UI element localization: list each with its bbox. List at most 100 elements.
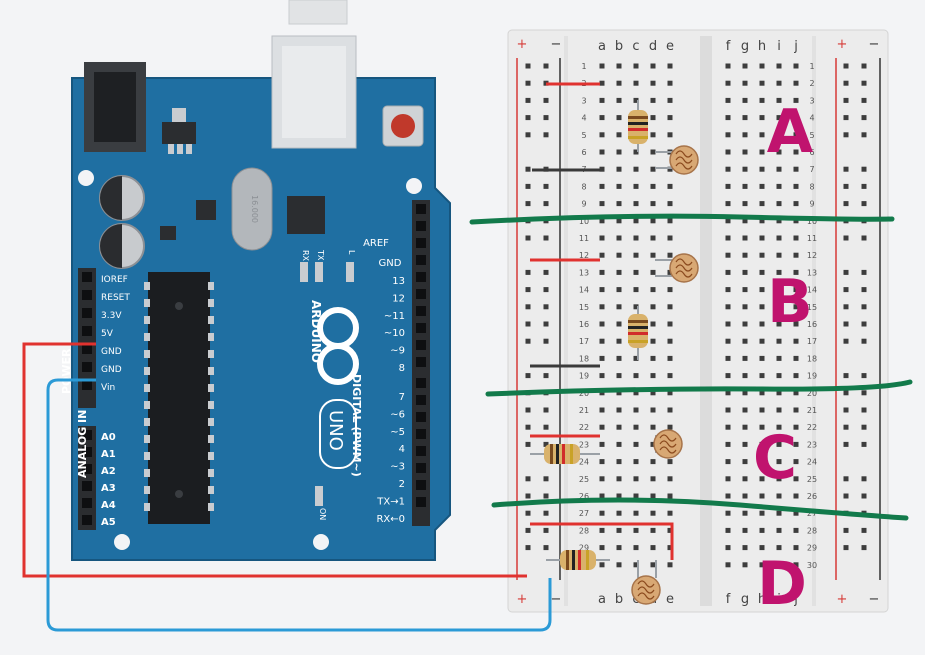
breadboard-hole[interactable]: [776, 373, 782, 379]
breadboard-hole[interactable]: [616, 183, 622, 189]
rail-hole[interactable]: [525, 476, 531, 482]
breadboard-hole[interactable]: [616, 63, 622, 69]
breadboard-hole[interactable]: [759, 149, 765, 155]
breadboard-hole[interactable]: [616, 510, 622, 516]
breadboard-hole[interactable]: [599, 510, 605, 516]
breadboard-hole[interactable]: [616, 321, 622, 327]
breadboard-hole[interactable]: [759, 183, 765, 189]
header-pin[interactable]: [416, 357, 426, 367]
breadboard-hole[interactable]: [616, 97, 622, 103]
breadboard-hole[interactable]: [742, 304, 748, 310]
breadboard-hole[interactable]: [759, 80, 765, 86]
breadboard-hole[interactable]: [633, 235, 639, 241]
breadboard-hole[interactable]: [742, 373, 748, 379]
breadboard-hole[interactable]: [793, 304, 799, 310]
rail-hole[interactable]: [543, 269, 549, 275]
breadboard-hole[interactable]: [599, 183, 605, 189]
breadboard-hole[interactable]: [599, 149, 605, 155]
breadboard-hole[interactable]: [759, 355, 765, 361]
rail-hole[interactable]: [861, 545, 867, 551]
rail-hole[interactable]: [543, 441, 549, 447]
breadboard-hole[interactable]: [759, 63, 765, 69]
breadboard-hole[interactable]: [776, 424, 782, 430]
breadboard-hole[interactable]: [759, 269, 765, 275]
rail-hole[interactable]: [525, 97, 531, 103]
breadboard-hole[interactable]: [742, 424, 748, 430]
breadboard-hole[interactable]: [793, 424, 799, 430]
rail-hole[interactable]: [861, 97, 867, 103]
breadboard-hole[interactable]: [667, 235, 673, 241]
breadboard-hole[interactable]: [650, 527, 656, 533]
breadboard-hole[interactable]: [616, 269, 622, 275]
breadboard-hole[interactable]: [776, 545, 782, 551]
rail-hole[interactable]: [543, 235, 549, 241]
rail-hole[interactable]: [843, 201, 849, 207]
breadboard-hole[interactable]: [759, 527, 765, 533]
rail-hole[interactable]: [843, 493, 849, 499]
breadboard-hole[interactable]: [599, 321, 605, 327]
rail-hole[interactable]: [525, 545, 531, 551]
breadboard-hole[interactable]: [667, 252, 673, 258]
rail-hole[interactable]: [861, 235, 867, 241]
header-pin[interactable]: [416, 306, 426, 316]
breadboard-hole[interactable]: [793, 183, 799, 189]
breadboard-hole[interactable]: [633, 183, 639, 189]
breadboard-hole[interactable]: [742, 166, 748, 172]
breadboard-hole[interactable]: [793, 321, 799, 327]
breadboard-hole[interactable]: [650, 355, 656, 361]
breadboard-hole[interactable]: [742, 287, 748, 293]
breadboard-hole[interactable]: [742, 545, 748, 551]
rail-hole[interactable]: [525, 373, 531, 379]
breadboard-hole[interactable]: [793, 338, 799, 344]
breadboard-hole[interactable]: [633, 407, 639, 413]
breadboard-hole[interactable]: [633, 80, 639, 86]
breadboard-hole[interactable]: [633, 476, 639, 482]
header-pin[interactable]: [416, 395, 426, 405]
header-pin[interactable]: [416, 480, 426, 490]
breadboard-hole[interactable]: [742, 459, 748, 465]
breadboard-hole[interactable]: [616, 407, 622, 413]
rail-hole[interactable]: [843, 373, 849, 379]
header-pin[interactable]: [416, 446, 426, 456]
header-pin[interactable]: [82, 308, 92, 318]
rail-hole[interactable]: [861, 321, 867, 327]
breadboard-hole[interactable]: [725, 476, 731, 482]
breadboard-hole[interactable]: [793, 355, 799, 361]
breadboard-hole[interactable]: [650, 441, 656, 447]
breadboard-hole[interactable]: [599, 287, 605, 293]
header-pin[interactable]: [416, 238, 426, 248]
breadboard-hole[interactable]: [650, 338, 656, 344]
breadboard-hole[interactable]: [667, 510, 673, 516]
breadboard-hole[interactable]: [776, 80, 782, 86]
breadboard-hole[interactable]: [793, 441, 799, 447]
breadboard-hole[interactable]: [793, 80, 799, 86]
header-pin[interactable]: [416, 255, 426, 265]
rail-hole[interactable]: [861, 115, 867, 121]
breadboard-hole[interactable]: [667, 183, 673, 189]
breadboard-hole[interactable]: [633, 269, 639, 275]
breadboard-hole[interactable]: [599, 424, 605, 430]
breadboard-hole[interactable]: [793, 287, 799, 293]
breadboard-hole[interactable]: [650, 424, 656, 430]
header-pin[interactable]: [82, 326, 92, 336]
breadboard-hole[interactable]: [599, 218, 605, 224]
breadboard-hole[interactable]: [725, 132, 731, 138]
breadboard-hole[interactable]: [776, 201, 782, 207]
breadboard-hole[interactable]: [725, 510, 731, 516]
breadboard-hole[interactable]: [667, 115, 673, 121]
breadboard-hole[interactable]: [667, 424, 673, 430]
breadboard-hole[interactable]: [650, 304, 656, 310]
breadboard-hole[interactable]: [776, 149, 782, 155]
rail-hole[interactable]: [843, 441, 849, 447]
rail-hole[interactable]: [525, 407, 531, 413]
breadboard-hole[interactable]: [725, 235, 731, 241]
breadboard-hole[interactable]: [633, 97, 639, 103]
breadboard-hole[interactable]: [650, 407, 656, 413]
breadboard-hole[interactable]: [776, 183, 782, 189]
breadboard-hole[interactable]: [759, 476, 765, 482]
breadboard-hole[interactable]: [725, 149, 731, 155]
breadboard-hole[interactable]: [742, 149, 748, 155]
rail-hole[interactable]: [543, 407, 549, 413]
header-pin[interactable]: [416, 429, 426, 439]
breadboard-hole[interactable]: [725, 321, 731, 327]
